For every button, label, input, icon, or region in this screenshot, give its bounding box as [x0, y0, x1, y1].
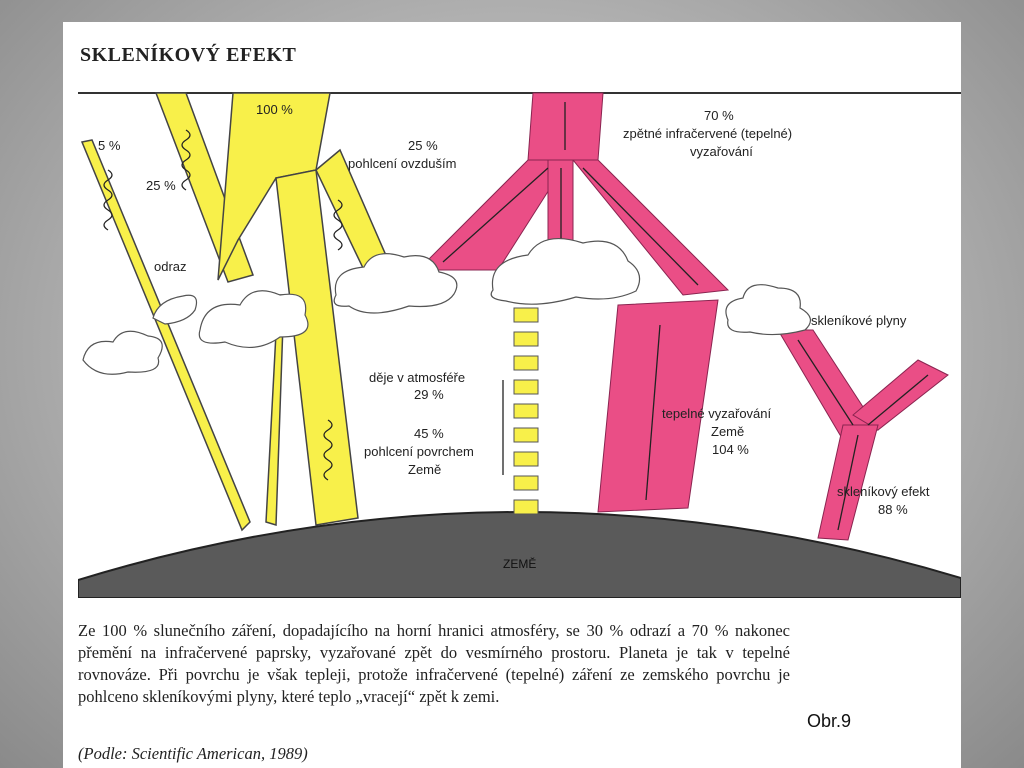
- label-surface-abs-line1: pohlcení povrchem: [364, 444, 474, 459]
- wavy-arrow-surface: [323, 419, 333, 481]
- label-odraz: odraz: [154, 259, 187, 274]
- label-surface-abs-line2: Země: [408, 462, 441, 477]
- solar-beam-5pct: [80, 139, 251, 532]
- solar-beam-surface: [275, 169, 359, 526]
- label-earth-rad-line2: Země: [711, 424, 744, 439]
- clouds: [82, 237, 811, 375]
- cloud-center: [490, 237, 641, 305]
- arrow-ir-up-right: [582, 167, 699, 286]
- ir-greenhouse-right: [852, 359, 949, 431]
- process-box: [513, 355, 539, 371]
- greenhouse-diagram: ZEMĚ: [78, 92, 961, 598]
- source-citation: (Podle: Scientific American, 1989): [78, 744, 308, 763]
- label-greenhouse-gases: skleníkové plyny: [811, 313, 907, 328]
- page-title: SKLENÍKOVÝ EFEKT: [80, 44, 297, 66]
- wavy-arrow-absorbed: [333, 199, 343, 251]
- ir-earth-radiation: [597, 299, 719, 513]
- label-100pct: 100 %: [256, 102, 293, 117]
- cloud-left: [82, 330, 163, 375]
- label-ir-back-line2: vyzařování: [690, 144, 753, 159]
- label-earth-rad-pct: 104 %: [712, 442, 749, 457]
- cloud-absorb: [333, 253, 458, 314]
- arrow-ir-up-left: [442, 167, 549, 263]
- label-ir-back-line1: zpětné infračervené (tepelné): [623, 126, 792, 141]
- wavy-arrow-25pct: [181, 129, 191, 191]
- arrow-gh-right: [867, 374, 929, 426]
- ir-greenhouse-left: [777, 329, 879, 441]
- ir-branch-right: [571, 159, 730, 296]
- process-box: [513, 475, 539, 491]
- wavy-arrow-5pct: [103, 169, 113, 231]
- infrared-beams: [416, 92, 949, 541]
- label-ir-back-pct: 70 %: [704, 108, 734, 123]
- infrared-arrows: [442, 102, 929, 531]
- arrow-earth-radiation: [645, 324, 661, 501]
- atmosphere-process-boxes: [513, 307, 539, 515]
- arrow-gh-down: [837, 434, 859, 531]
- label-absorb-text: pohlcení ovzduším: [348, 156, 456, 171]
- process-box: [513, 427, 539, 443]
- label-atm-processes: děje v atmosféře: [369, 370, 465, 385]
- process-box: [513, 307, 539, 323]
- label-atm-processes-pct: 29 %: [414, 387, 444, 402]
- label-25pct-reflect: 25 %: [146, 178, 176, 193]
- label-gh-effect: skleníkový efekt: [837, 484, 930, 499]
- label-surface-abs-pct: 45 %: [414, 426, 444, 441]
- label-5pct: 5 %: [98, 138, 121, 153]
- label-absorb-pct: 25 %: [408, 138, 438, 153]
- solar-beams: [80, 92, 390, 532]
- figure-label: Obr.9: [807, 711, 852, 731]
- process-box: [513, 499, 539, 515]
- earth-shape: [78, 511, 961, 598]
- earth-label: ZEMĚ: [503, 556, 536, 571]
- arrow-gh-left: [797, 339, 854, 426]
- process-box: [513, 403, 539, 419]
- label-earth-rad-line1: tepelné vyzařování: [662, 406, 772, 421]
- cloud-right: [725, 284, 811, 336]
- solar-wavy-arrows: [103, 129, 343, 481]
- process-box: [513, 331, 539, 347]
- process-box: [513, 451, 539, 467]
- process-box: [513, 379, 539, 395]
- slide-page: SKLENÍKOVÝ EFEKT ZEMĚ: [63, 22, 961, 768]
- label-gh-effect-pct: 88 %: [878, 502, 908, 517]
- cloud-odraz: [198, 290, 309, 348]
- cloud-odraz-small: [152, 294, 198, 325]
- caption-text: Ze 100 % slunečního záření, dopadajícího…: [78, 621, 790, 706]
